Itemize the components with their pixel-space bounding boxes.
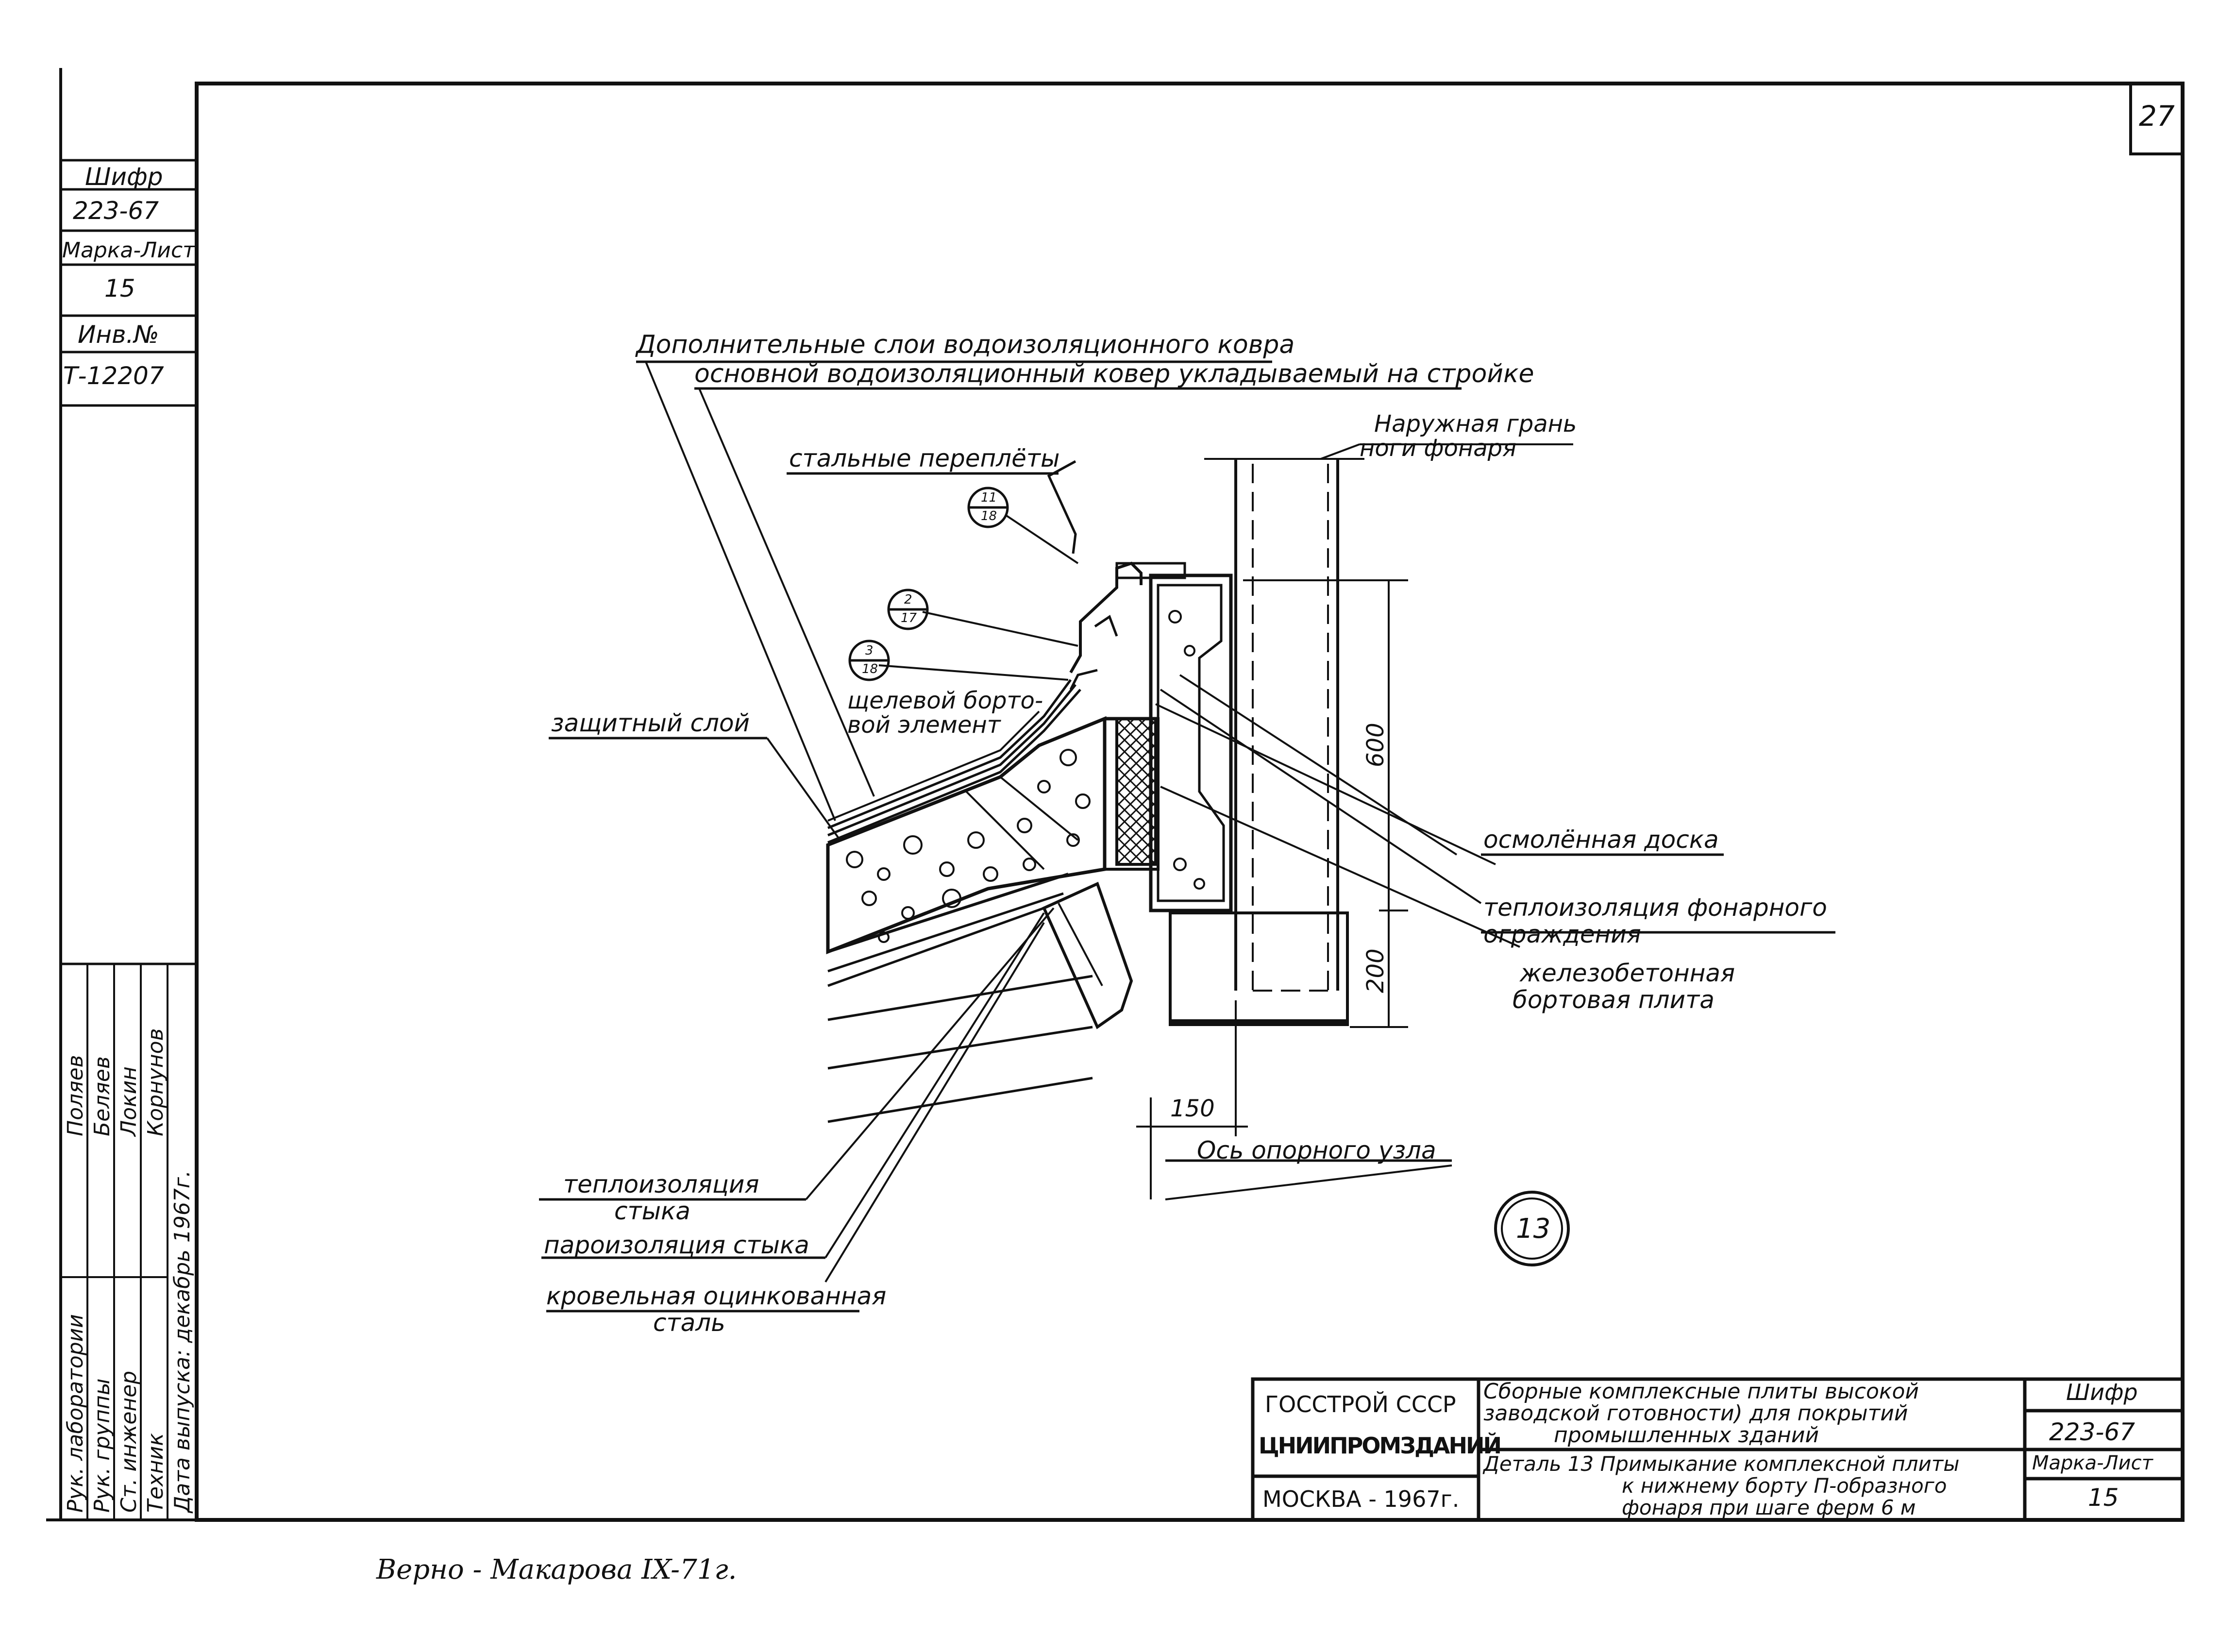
approval-name-4: Корнунов xyxy=(143,1028,168,1136)
callout-2-top: 2 xyxy=(904,592,912,607)
title-cipher-value: 223-67 xyxy=(2049,1418,2135,1446)
label-vapor-barrier: пароизоляция стыка xyxy=(544,1231,809,1259)
side-inv-label: Инв.№ xyxy=(78,320,159,349)
label-galvanized-1: кровельная оцинкованная xyxy=(546,1282,887,1310)
detail-line-3: фонаря при шаге ферм 6 м xyxy=(1622,1496,1916,1519)
label-lantern-insulation-1: теплоизоляция фонарного xyxy=(1483,893,1827,922)
title-mark-label: Марка-Лист xyxy=(2032,1452,2153,1474)
label-support-axis: Ось опорного узла xyxy=(1197,1136,1436,1164)
approval-role-1: Рук. лаборатории xyxy=(63,1314,88,1513)
label-outer-face-1: Наружная грань xyxy=(1374,410,1577,438)
side-mark-label: Марка-Лист xyxy=(62,238,195,263)
title-cipher-label: Шифр xyxy=(2066,1379,2138,1405)
title-mark-value: 15 xyxy=(2088,1483,2119,1512)
detail-line-2: к нижнему борту П-образного xyxy=(1622,1474,1947,1498)
footnote-handwritten: Верно - Макарова IX-71г. xyxy=(376,1554,737,1585)
title-line-2: заводской готовности) для покрытий xyxy=(1483,1401,1908,1426)
callout-circles xyxy=(848,487,1009,681)
approval-role-5: Дата выпуска: декабрь 1967г. xyxy=(170,1170,195,1513)
approval-name-2: Беляев xyxy=(90,1056,115,1136)
detail-number: 13 xyxy=(1516,1213,1551,1245)
side-cipher-value: 223-67 xyxy=(73,197,159,225)
approval-role-4: Техник xyxy=(143,1433,168,1513)
concrete-aggregate xyxy=(846,610,1205,943)
label-steel-bindings: стальные переплёты xyxy=(789,444,1060,472)
title-block-frame xyxy=(1251,1377,2185,1522)
detail-line-1: Деталь 13 Примыкание комплексной плиты xyxy=(1483,1452,1960,1476)
title-line-1: Сборные комплексные плиты высокой xyxy=(1483,1379,1919,1404)
side-mark-value: 15 xyxy=(104,274,135,303)
dimension-600: 600 xyxy=(1362,723,1389,767)
label-joint-insulation-2: стыка xyxy=(614,1197,690,1225)
approval-role-2: Рук. группы xyxy=(90,1378,115,1513)
label-extra-layers: Дополнительные слои водоизоляционного ко… xyxy=(636,330,1295,359)
callout-1-bottom: 18 xyxy=(981,509,997,523)
sheet-frame xyxy=(46,68,2185,1522)
label-slot-element-1: щелевой борто- xyxy=(847,687,1043,714)
roof-section-drawing xyxy=(826,458,1408,1199)
title-line-3: промышленных зданий xyxy=(1554,1423,1819,1448)
approval-role-3: Ст. инженер xyxy=(117,1370,141,1513)
callout-3-top: 3 xyxy=(865,643,874,658)
dimension-150: 150 xyxy=(1170,1095,1215,1122)
label-outer-face-2: ноги фонаря xyxy=(1360,435,1516,462)
title-org: ГОССТРОЙ СССР xyxy=(1265,1391,1456,1417)
label-protective-layer: защитный слой xyxy=(551,709,750,737)
label-underlines xyxy=(539,360,1835,1313)
sheet-number: 27 xyxy=(2139,100,2175,133)
approval-name-3: Локин xyxy=(117,1066,141,1136)
label-rc-slab-1: железобетонная xyxy=(1520,959,1735,987)
title-city: МОСКВА - 1967г. xyxy=(1262,1486,1460,1512)
callout-2-bottom: 17 xyxy=(901,611,917,625)
label-main-carpet: основной водоизоляционный ковер укладыва… xyxy=(694,359,1534,388)
callout-1-top: 11 xyxy=(981,490,997,505)
label-joint-insulation-1: теплоизоляция xyxy=(563,1170,759,1198)
detail-marker xyxy=(1494,1191,1570,1266)
side-inv-value: Т-12207 xyxy=(63,362,164,390)
dimension-200: 200 xyxy=(1362,948,1389,993)
label-lantern-insulation-2: ограждения xyxy=(1483,920,1641,948)
side-cipher-label: Шифр xyxy=(85,163,163,191)
approval-name-1: Поляев xyxy=(63,1055,88,1136)
label-slot-element-2: вой элемент xyxy=(847,711,1001,739)
label-galvanized-2: сталь xyxy=(653,1309,725,1337)
label-antiseptic-board: осмолённая доска xyxy=(1483,826,1719,854)
title-institute: ЦНИИПРОМЗДАНИЙ xyxy=(1259,1433,1502,1459)
label-rc-slab-2: бортовая плита xyxy=(1513,986,1715,1014)
callout-3-bottom: 18 xyxy=(862,662,878,676)
